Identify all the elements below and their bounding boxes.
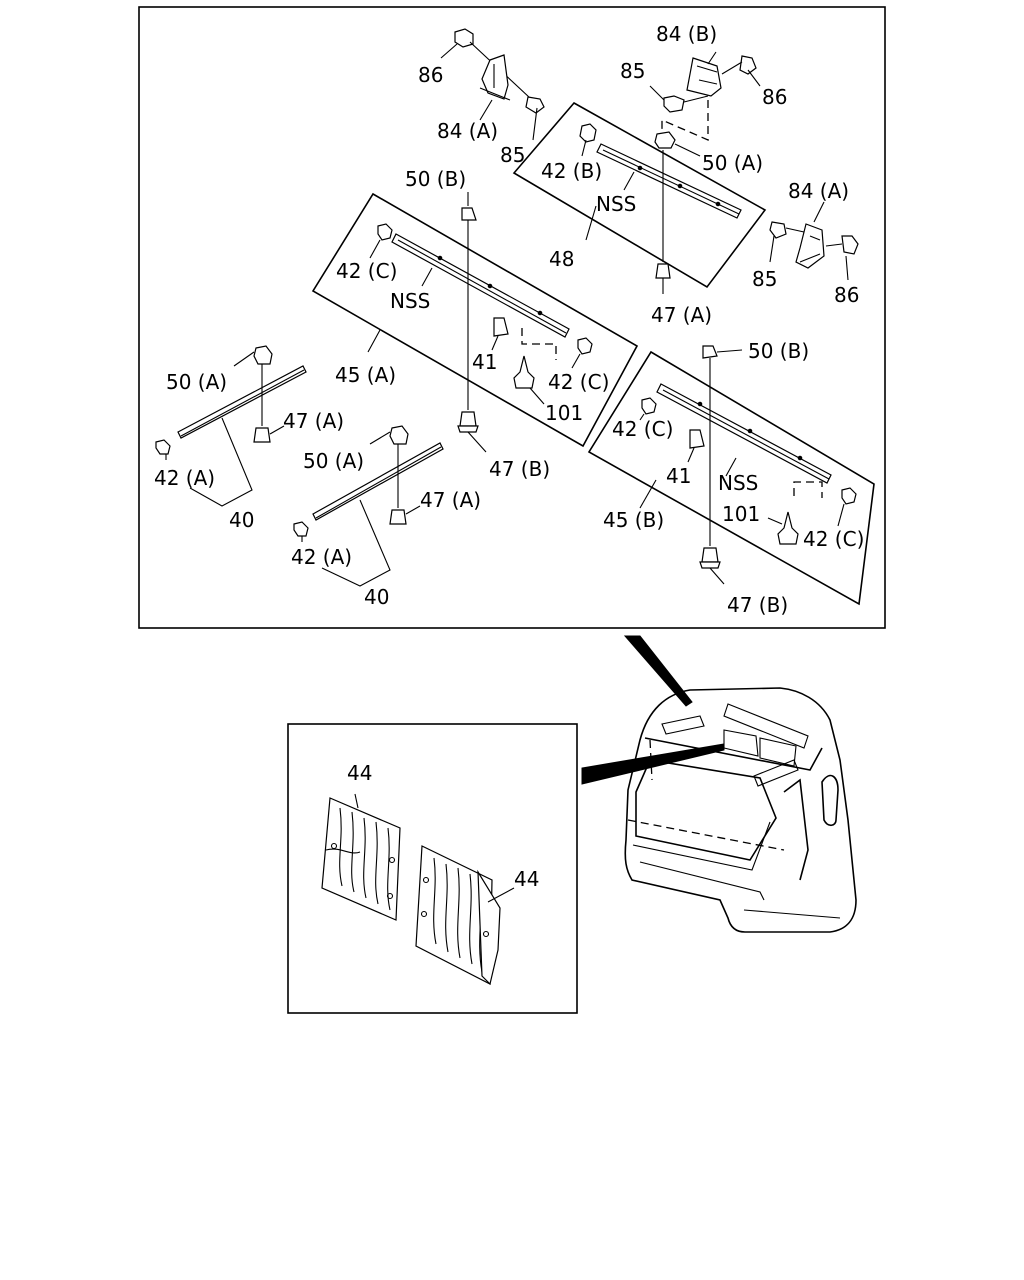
- label-40: 40: [364, 585, 389, 609]
- label-84a: 84 (A): [788, 179, 849, 203]
- part-labels: 86 84 (A) 85 84 (B) 85 86 42 (B) 50 (A) …: [154, 22, 864, 891]
- pad-sheet-44-right: [415, 845, 515, 986]
- strip-40-left-1: [155, 345, 307, 507]
- label-84a: 84 (A): [437, 119, 498, 143]
- label-47a: 47 (A): [420, 488, 481, 512]
- label-48: 48: [549, 247, 574, 271]
- label-50a: 50 (A): [166, 370, 227, 394]
- label-42c: 42 (C): [803, 527, 864, 551]
- label-nss: NSS: [596, 192, 636, 216]
- lower-inset-frame: [287, 723, 578, 1014]
- label-50a: 50 (A): [702, 151, 763, 175]
- label-86: 86: [834, 283, 859, 307]
- label-40: 40: [229, 508, 254, 532]
- label-47b: 47 (B): [489, 457, 550, 481]
- label-47b: 47 (B): [727, 593, 788, 617]
- label-85: 85: [620, 59, 645, 83]
- label-42b: 42 (B): [541, 159, 602, 183]
- label-44: 44: [347, 761, 372, 785]
- label-nss: NSS: [718, 471, 758, 495]
- label-45a: 45 (A): [335, 363, 396, 387]
- callout-pointers: [581, 635, 725, 785]
- upper-diagram-frame: [138, 6, 886, 629]
- label-85: 85: [752, 267, 777, 291]
- pad-sheet-44-left: [321, 793, 401, 921]
- vehicle-cab-outline: [624, 687, 857, 933]
- label-84b: 84 (B): [656, 22, 717, 46]
- bracket-84a-right-group: [769, 201, 859, 281]
- panel-48-box: [512, 101, 767, 294]
- label-45b: 45 (B): [603, 508, 664, 532]
- panel-45b-box: [587, 345, 875, 606]
- label-50b: 50 (B): [405, 167, 466, 191]
- label-41: 41: [666, 464, 691, 488]
- strip-40-left-2: [293, 425, 444, 587]
- label-86: 86: [762, 85, 787, 109]
- label-47a: 47 (A): [283, 409, 344, 433]
- label-50a: 50 (A): [303, 449, 364, 473]
- label-85: 85: [500, 143, 525, 167]
- panel-45a-box: [311, 192, 639, 453]
- label-101: 101: [545, 401, 583, 425]
- label-42a: 42 (A): [154, 466, 215, 490]
- label-nss: NSS: [390, 289, 430, 313]
- bracket-84a-top-group: [440, 28, 545, 141]
- label-44: 44: [514, 867, 539, 891]
- label-50b: 50 (B): [748, 339, 809, 363]
- label-47a: 47 (A): [651, 303, 712, 327]
- label-86: 86: [418, 63, 443, 87]
- label-101: 101: [722, 502, 760, 526]
- label-42a: 42 (A): [291, 545, 352, 569]
- bracket-84b-group: [649, 51, 761, 141]
- label-41: 41: [472, 350, 497, 374]
- label-42c: 42 (C): [612, 417, 673, 441]
- label-42c: 42 (C): [548, 370, 609, 394]
- label-42c: 42 (C): [336, 259, 397, 283]
